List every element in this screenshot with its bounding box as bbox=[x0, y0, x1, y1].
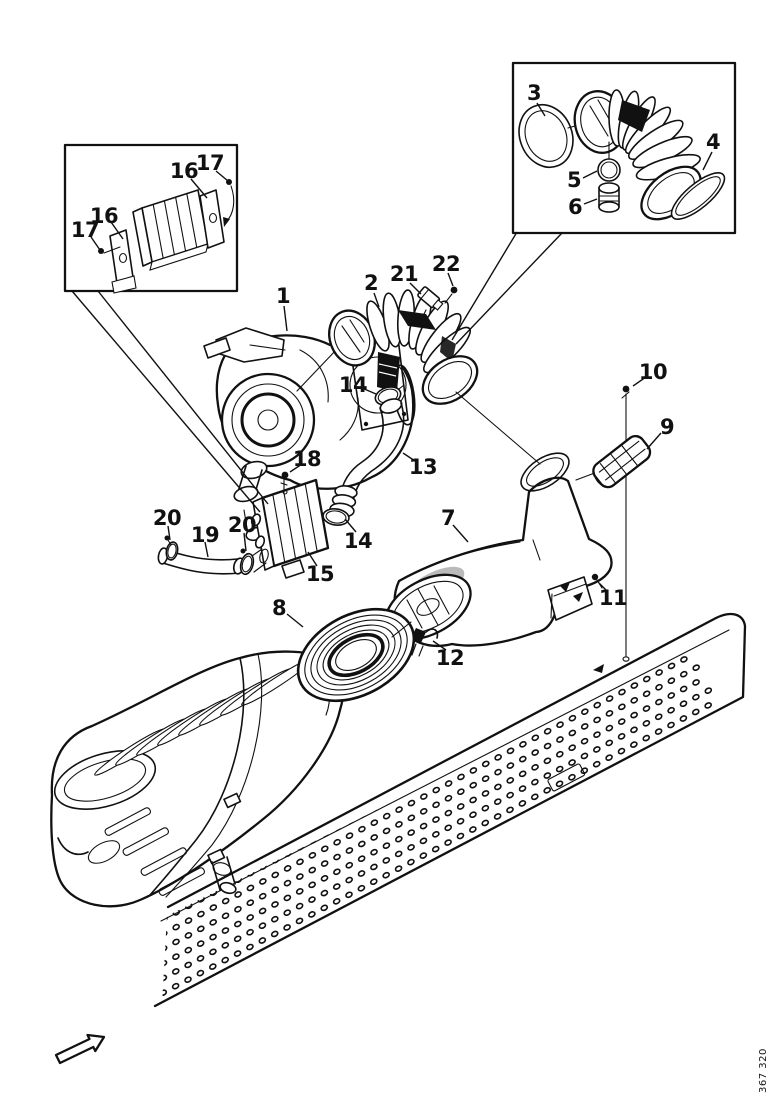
hose-clamp-20-right bbox=[239, 548, 269, 576]
screw-11 bbox=[591, 573, 599, 581]
panel-label-plate bbox=[547, 763, 586, 792]
callout-10: 10 bbox=[639, 360, 667, 384]
figure-code: 367 320 bbox=[758, 1048, 769, 1093]
air-cleaner-housing bbox=[50, 650, 345, 908]
hose-stub-6 bbox=[598, 182, 620, 194]
hose-clamp-20-left bbox=[164, 535, 179, 561]
bellows-seal bbox=[296, 607, 416, 703]
perforated-step-panel bbox=[153, 612, 747, 1008]
callout-15: 15 bbox=[306, 562, 334, 586]
lower-hose bbox=[157, 547, 246, 575]
callout-5: 5 bbox=[567, 168, 581, 192]
callout-21: 21 bbox=[390, 262, 418, 286]
callout-14b: 14 bbox=[344, 529, 372, 553]
resonator-module bbox=[250, 478, 330, 579]
travel-direction-arrow bbox=[54, 1033, 106, 1065]
callout-20a: 20 bbox=[153, 506, 181, 530]
assembly-line-bellows bbox=[391, 621, 412, 638]
callout-17a: 17 bbox=[71, 218, 99, 242]
callout-7: 7 bbox=[441, 506, 455, 530]
inset-box-left bbox=[63, 143, 269, 513]
duct-bracket bbox=[547, 576, 593, 621]
callout-4: 4 bbox=[706, 130, 720, 154]
callout-14a: 14 bbox=[339, 373, 367, 397]
housing-latch bbox=[223, 792, 242, 809]
air-temp-sensor bbox=[417, 286, 444, 311]
callout-2: 2 bbox=[364, 271, 378, 295]
callout-16a: 16 bbox=[90, 204, 118, 228]
housing-latch bbox=[207, 848, 226, 865]
callout-leaders bbox=[90, 102, 713, 651]
callout-16b: 16 bbox=[170, 159, 198, 183]
inlet-grille-cap bbox=[592, 434, 652, 489]
callout-1: 1 bbox=[276, 284, 290, 308]
screw-22 bbox=[450, 286, 458, 294]
callout-8: 8 bbox=[272, 596, 286, 620]
callout-3: 3 bbox=[527, 81, 541, 105]
panel-mount-hole bbox=[622, 656, 630, 662]
callout-12: 12 bbox=[436, 646, 464, 670]
inset-box-right bbox=[451, 61, 737, 345]
clamp-4 bbox=[670, 172, 726, 220]
assembly-line-turbo-hose bbox=[296, 348, 338, 392]
callout-9: 9 bbox=[660, 415, 674, 439]
callout-11: 11 bbox=[599, 586, 627, 610]
clamp-3 bbox=[518, 103, 574, 169]
hose-sensor-boss bbox=[377, 352, 400, 392]
callout-17b: 17 bbox=[196, 151, 224, 175]
assembly-line-hose-duct bbox=[455, 391, 541, 465]
screw-18 bbox=[280, 471, 289, 491]
callout-18: 18 bbox=[293, 447, 321, 471]
callout-19: 19 bbox=[191, 523, 219, 547]
callout-22: 22 bbox=[432, 252, 460, 276]
panel-arrow-mark bbox=[593, 664, 604, 673]
bracket-right bbox=[199, 189, 225, 249]
callout-13: 13 bbox=[409, 455, 437, 479]
screw-10 bbox=[622, 385, 630, 393]
callout-20b: 20 bbox=[228, 513, 256, 537]
callout-6: 6 bbox=[568, 195, 582, 219]
